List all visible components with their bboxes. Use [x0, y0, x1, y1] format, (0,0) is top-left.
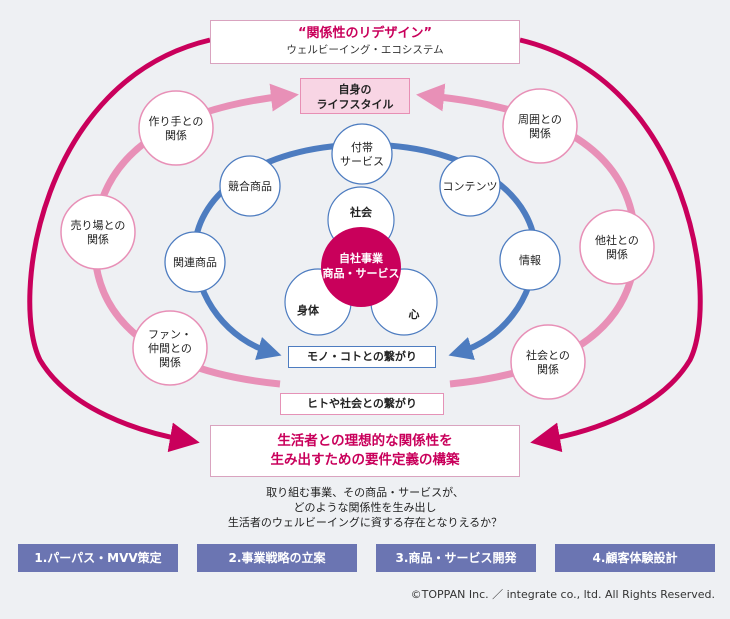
title-main: “関係性のリデザイン”: [297, 26, 433, 41]
outer-node-other-company: 他社との関係: [579, 209, 655, 285]
inner-node-related-product: 関連商品: [164, 231, 226, 293]
right-magenta-arrow: [519, 37, 703, 453]
inner-node-label: コンテンツ: [443, 180, 498, 193]
inner-node-label: 関連商品: [173, 255, 217, 269]
step-purpose: 1.パーパス・MVV策定: [18, 544, 178, 572]
inner-node-information: 情報: [499, 229, 561, 291]
outer-node-label: 他社との関係: [595, 233, 639, 261]
inner-node-label: 情報: [519, 254, 541, 267]
core-business-label: 自社事業商品・サービス: [323, 251, 400, 280]
copyright: ©TOPPAN Inc. ／ integrate co., ltd. All R…: [410, 588, 715, 601]
lifestyle-label: 自身の ライフスタイル: [316, 83, 394, 111]
title-sub: ウェルビーイング・エコシステム: [286, 44, 444, 56]
question-line-3: 生活者のウェルビーイングに資する存在となりえるか？: [227, 516, 503, 529]
inner-node-ancillary-service: 付帯サービス: [331, 123, 393, 185]
outer-node-store: 売り場との関係: [60, 194, 136, 270]
left-magenta-arrow: [27, 37, 211, 453]
core-mind-label: 心: [409, 308, 420, 321]
outer-node-fans: ファン・仲間との関係: [132, 310, 208, 386]
goal-line-2: 生み出すための要件定義の構築: [270, 452, 460, 468]
outer-node-surroundings: 周囲との関係: [502, 88, 578, 164]
outer-node-society: 社会との関係: [510, 324, 586, 400]
step-product: 3.商品・サービス開発: [376, 544, 536, 572]
step-cx: 4.顧客体験設計: [555, 544, 715, 572]
core-body-label: 身体: [297, 303, 320, 317]
inner-node-competing-product: 競合商品: [219, 155, 281, 217]
lifestyle-box: 自身の ライフスタイル: [300, 78, 410, 114]
outer-node-label: 社会との関係: [526, 348, 570, 376]
goal-box: 生活者との理想的な関係性を 生み出すための要件定義の構築: [210, 425, 520, 477]
inner-node-label: 付帯サービス: [340, 141, 384, 168]
inner-node-contents: コンテンツ: [439, 155, 501, 217]
question-line-2: どのような関係性を生み出し: [293, 501, 437, 514]
step-strategy: 2.事業戦略の立案: [197, 544, 357, 572]
inner-node-label: 競合商品: [228, 179, 272, 193]
goal-line-1: 生活者との理想的な関係性を: [277, 433, 453, 449]
outer-node-maker: 作り手との関係: [138, 90, 214, 166]
core-society-label: 社会: [349, 205, 373, 219]
outer-node-label: 売り場との関係: [71, 219, 126, 246]
hito-society-box: ヒトや社会との繋がり: [280, 393, 444, 415]
core-business-circle: 自社事業商品・サービス: [321, 227, 401, 307]
title-box: “関係性のリデザイン” ウェルビーイング・エコシステム: [210, 20, 520, 64]
outer-node-label: 周囲との関係: [518, 113, 562, 140]
question-line-1: 取り組む事業、その商品・サービスが、: [266, 486, 464, 499]
outer-node-label: ファン・仲間との関係: [148, 328, 192, 369]
outer-node-label: 作り手との関係: [149, 114, 204, 142]
mono-koto-box: モノ・コトとの繋がり: [288, 346, 436, 368]
question-text: 取り組む事業、その商品・サービスが、 どのような関係性を生み出し 生活者のウェル…: [165, 485, 565, 530]
